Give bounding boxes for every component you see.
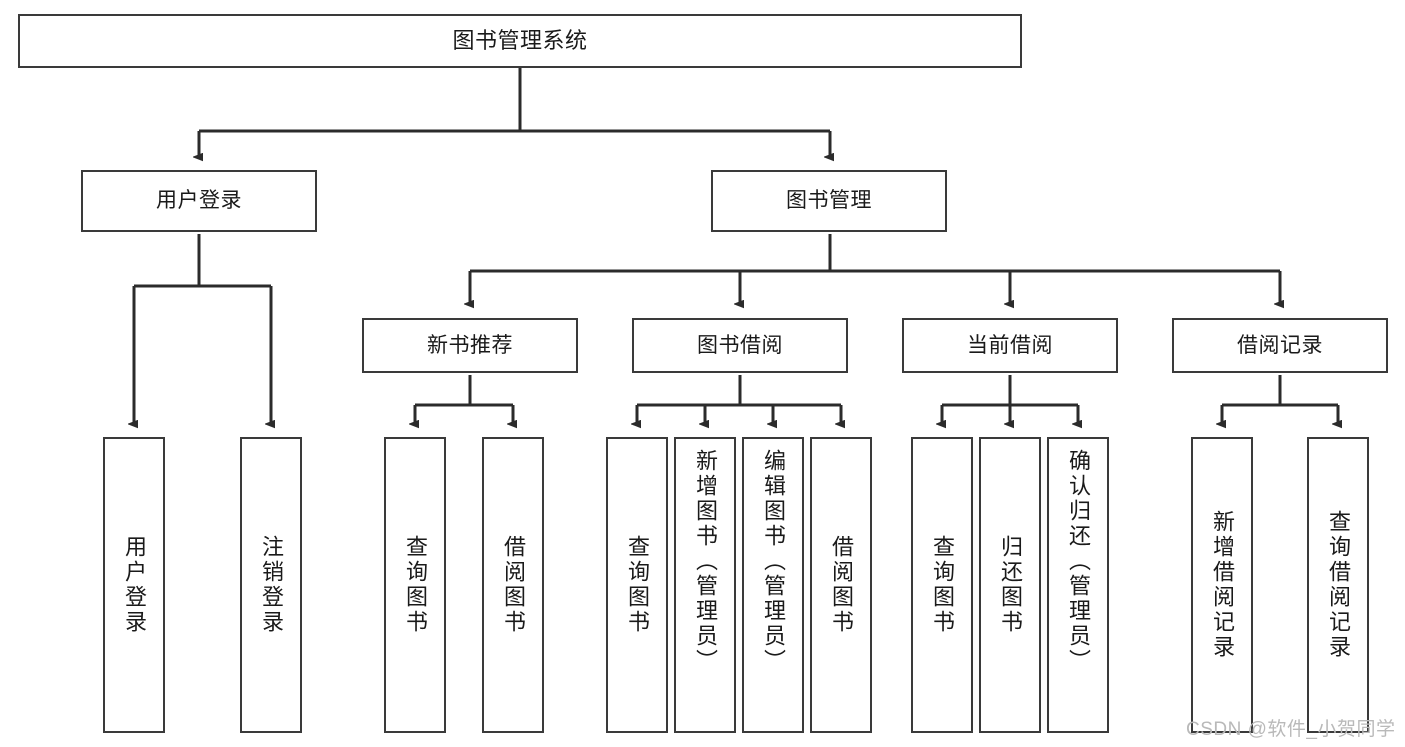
leaf-query-book-recommend[interactable]: 查询图书 [384, 437, 446, 733]
leaf-edit-book-admin[interactable]: 编辑图书（管理员） [742, 437, 804, 733]
leaf-user-login[interactable]: 用户登录 [103, 437, 165, 733]
leaf-logout-label: 注销登录 [259, 535, 284, 635]
leaf-borrow-book-recommend-label: 借阅图书 [501, 535, 526, 635]
leaf-query-book-current[interactable]: 查询图书 [911, 437, 973, 733]
leaf-query-book-recommend-label: 查询图书 [403, 535, 428, 635]
node-book-borrow[interactable]: 图书借阅 [632, 318, 848, 373]
leaf-edit-book-admin-label: 编辑图书（管理员） [761, 449, 786, 674]
node-current-borrow-label: 当前借阅 [967, 333, 1053, 357]
node-user-login[interactable]: 用户登录 [81, 170, 317, 232]
node-current-borrow[interactable]: 当前借阅 [902, 318, 1118, 373]
node-borrow-records-label: 借阅记录 [1237, 333, 1323, 357]
node-root-label: 图书管理系统 [452, 27, 588, 53]
leaf-borrow-book-recommend[interactable]: 借阅图书 [482, 437, 544, 733]
node-root[interactable]: 图书管理系统 [18, 14, 1022, 68]
watermark: CSDN @软件_小贺同学 [1186, 719, 1396, 740]
leaf-query-book-borrow[interactable]: 查询图书 [606, 437, 668, 733]
node-user-login-label: 用户登录 [156, 189, 242, 213]
node-book-management[interactable]: 图书管理 [711, 170, 947, 232]
leaf-return-book[interactable]: 归还图书 [979, 437, 1041, 733]
leaf-query-book-borrow-label: 查询图书 [625, 535, 650, 635]
leaf-add-borrow-record-label: 新增借阅记录 [1210, 510, 1235, 660]
leaf-add-book-admin[interactable]: 新增图书（管理员） [674, 437, 736, 733]
node-book-borrow-label: 图书借阅 [697, 333, 783, 357]
node-borrow-records[interactable]: 借阅记录 [1172, 318, 1388, 373]
leaf-query-borrow-record[interactable]: 查询借阅记录 [1307, 437, 1369, 733]
leaf-logout[interactable]: 注销登录 [240, 437, 302, 733]
leaf-add-book-admin-label: 新增图书（管理员） [693, 449, 718, 674]
leaf-confirm-return-admin[interactable]: 确认归还（管理员） [1047, 437, 1109, 733]
leaf-query-book-current-label: 查询图书 [930, 535, 955, 635]
node-book-management-label: 图书管理 [786, 189, 872, 213]
leaf-borrow-book[interactable]: 借阅图书 [810, 437, 872, 733]
leaf-return-book-label: 归还图书 [998, 535, 1023, 635]
leaf-user-login-label: 用户登录 [122, 535, 147, 635]
node-new-book-recommend[interactable]: 新书推荐 [362, 318, 578, 373]
leaf-query-borrow-record-label: 查询借阅记录 [1326, 510, 1351, 660]
leaf-confirm-return-admin-label: 确认归还（管理员） [1066, 449, 1091, 674]
node-new-book-recommend-label: 新书推荐 [427, 333, 513, 357]
leaf-borrow-book-label: 借阅图书 [829, 535, 854, 635]
leaf-add-borrow-record[interactable]: 新增借阅记录 [1191, 437, 1253, 733]
